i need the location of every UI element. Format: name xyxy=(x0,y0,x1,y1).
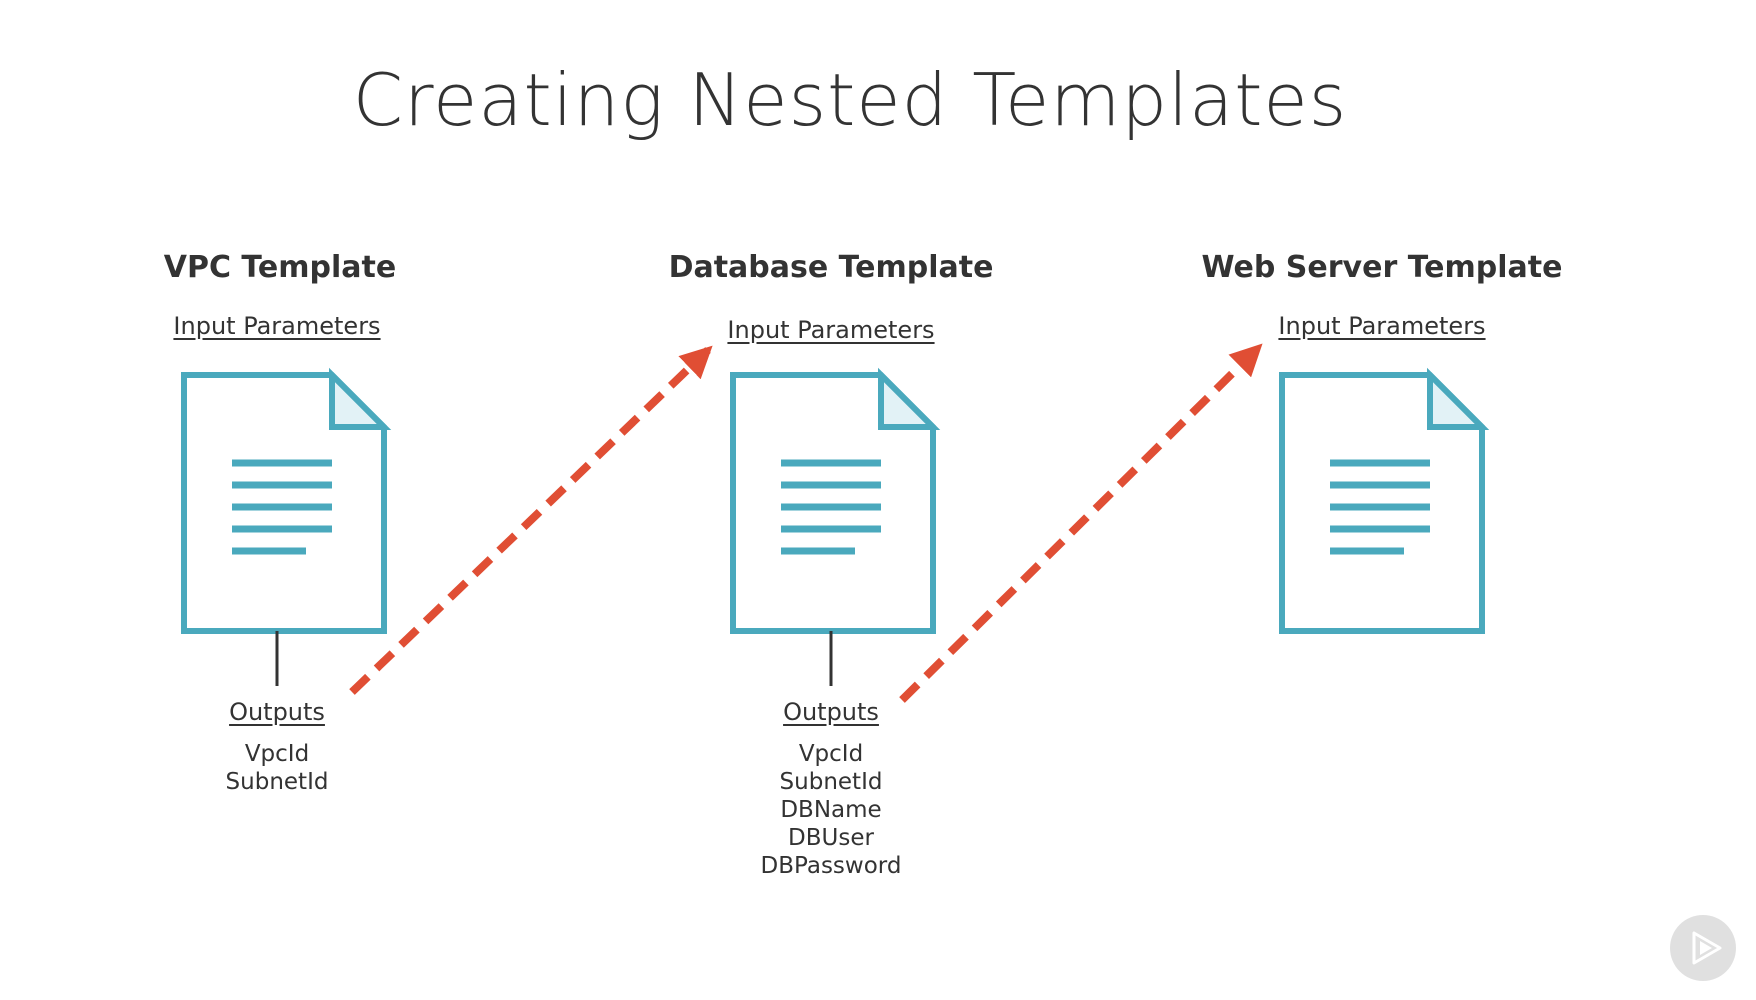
web-server-template-title: Web Server Template xyxy=(1201,250,1563,285)
vpc-output-item: VpcId xyxy=(244,741,310,767)
database-outputs-list: VpcId SubnetId DBName DBUser DBPassword xyxy=(681,740,981,880)
database-output-item: DBUser xyxy=(788,825,874,851)
vpc-template-document-icon xyxy=(181,367,392,634)
database-output-item: DBPassword xyxy=(760,853,902,879)
database-template-document-icon xyxy=(730,367,941,634)
database-output-item: DBName xyxy=(780,797,882,823)
vpc-template-title: VPC Template xyxy=(163,250,397,285)
database-input-parameters-label: Input Parameters xyxy=(727,316,935,344)
database-outputs-label: Outputs xyxy=(783,698,879,726)
database-output-item: VpcId xyxy=(798,741,864,767)
vpc-outputs-label: Outputs xyxy=(229,698,325,726)
slide-title: Creating Nested Templates xyxy=(352,58,1348,142)
web-server-template-document-icon xyxy=(1279,367,1490,634)
vpc-output-item: SubnetId xyxy=(225,769,329,795)
database-to-webserver-arrow xyxy=(899,343,1263,703)
play-logo-icon xyxy=(1670,915,1736,981)
vpc-input-parameters-label: Input Parameters xyxy=(173,312,381,340)
database-output-item: SubnetId xyxy=(779,769,883,795)
database-template-title: Database Template xyxy=(668,250,994,285)
web-server-input-parameters-label: Input Parameters xyxy=(1278,312,1486,340)
vpc-to-database-arrow xyxy=(349,345,713,695)
vpc-outputs-list: VpcId SubnetId xyxy=(127,740,427,796)
